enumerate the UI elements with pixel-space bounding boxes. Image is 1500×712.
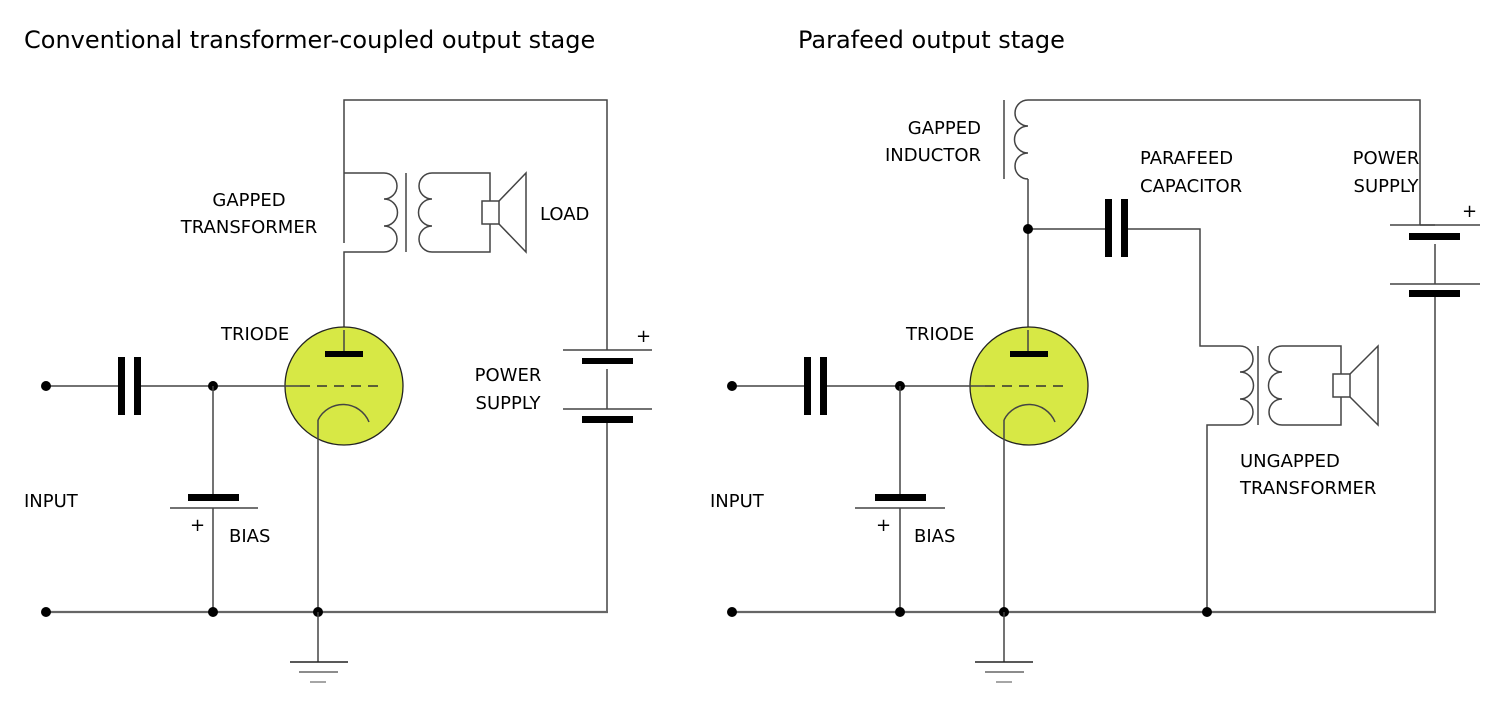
left-schematic: GAPPED TRANSFORMER LOAD TRIODE POWER SUP… [24,99,652,683]
left-input-capacitor-plate-a [118,357,125,415]
right-diagram-title: Parafeed output stage [798,26,1065,54]
right-supply-plate-1 [1409,233,1460,240]
right-transformer-secondary-coil [1267,345,1283,426]
left-input-terminal [41,381,51,391]
right-label-transformer-1: UNGAPPED [1240,451,1340,472]
left-label-transformer-1: GAPPED [212,190,285,211]
left-triode-plate [325,351,363,357]
right-label-transformer-2: TRANSFORMER [1239,478,1376,499]
left-supply-plate-1 [582,358,633,364]
left-transformer-primary-coil [383,172,399,253]
right-junction-bias-ground [895,607,905,617]
left-label-power-2: SUPPLY [476,393,542,414]
right-label-inductor-2: INDUCTOR [885,145,981,166]
right-label-inductor-1: GAPPED [908,118,981,139]
right-label-capacitor-2: CAPACITOR [1140,176,1242,197]
right-triode-cathode [1003,403,1056,423]
right-parafeed-capacitor-plate-b [1121,199,1128,257]
right-junction-transformer-ground [1202,607,1212,617]
left-wire-top-loop [343,99,608,350]
right-input-terminal [727,381,737,391]
right-speaker-icon [1332,344,1379,427]
right-label-supply-plus: + [1462,201,1477,222]
left-label-input: INPUT [24,491,79,512]
right-supply-plate-2 [1409,290,1460,297]
left-speaker-icon [481,171,527,254]
left-label-triode: TRIODE [220,324,289,345]
right-label-input: INPUT [710,491,765,512]
right-schematic: GAPPED INDUCTOR PARAFEED CAPACITOR POWER… [710,99,1480,683]
left-triode-cathode [317,403,370,423]
left-wire-secondary [432,172,491,253]
right-input-capacitor-plate-b [820,357,827,415]
right-wire-cap-right [1128,228,1240,347]
right-label-power-2: SUPPLY [1354,176,1420,197]
right-input-capacitor-plate-a [804,357,811,415]
left-label-bias-plus: + [190,515,205,536]
left-input-capacitor-plate-b [134,357,141,415]
left-label-power-1: POWER [475,365,542,386]
left-junction-bias-ground [208,607,218,617]
right-label-bias: BIAS [914,526,955,547]
right-inductor-coil [1013,99,1029,180]
right-wire-top [1028,99,1421,225]
left-triode-tube [284,326,404,612]
right-label-power-1: POWER [1353,148,1420,169]
right-label-triode: TRIODE [905,324,974,345]
left-diagram-title: Conventional transformer-coupled output … [24,26,596,54]
left-transformer-secondary-coil [417,172,433,253]
left-supply-plate-2 [582,416,633,423]
right-label-capacitor-1: PARAFEED [1140,148,1233,169]
right-label-bias-plus: + [876,515,891,536]
right-input-ground-terminal [727,607,737,617]
right-junction-plate [1023,224,1033,234]
left-label-load: LOAD [540,204,589,225]
left-label-transformer-2: TRANSFORMER [180,217,317,238]
left-wire-primary-bottom [343,251,384,330]
left-input-ground-terminal [41,607,51,617]
left-ground-icon [290,612,348,683]
right-triode-tube [969,326,1089,612]
right-ground-icon [975,612,1033,683]
left-label-supply-plus: + [636,326,651,347]
right-transformer-primary-coil [1239,345,1255,426]
right-triode-plate [1010,351,1048,357]
left-label-bias: BIAS [229,526,270,547]
right-parafeed-capacitor-plate-a [1105,199,1112,257]
left-bias-battery-plate [188,494,239,501]
right-bias-battery-plate [875,494,926,501]
